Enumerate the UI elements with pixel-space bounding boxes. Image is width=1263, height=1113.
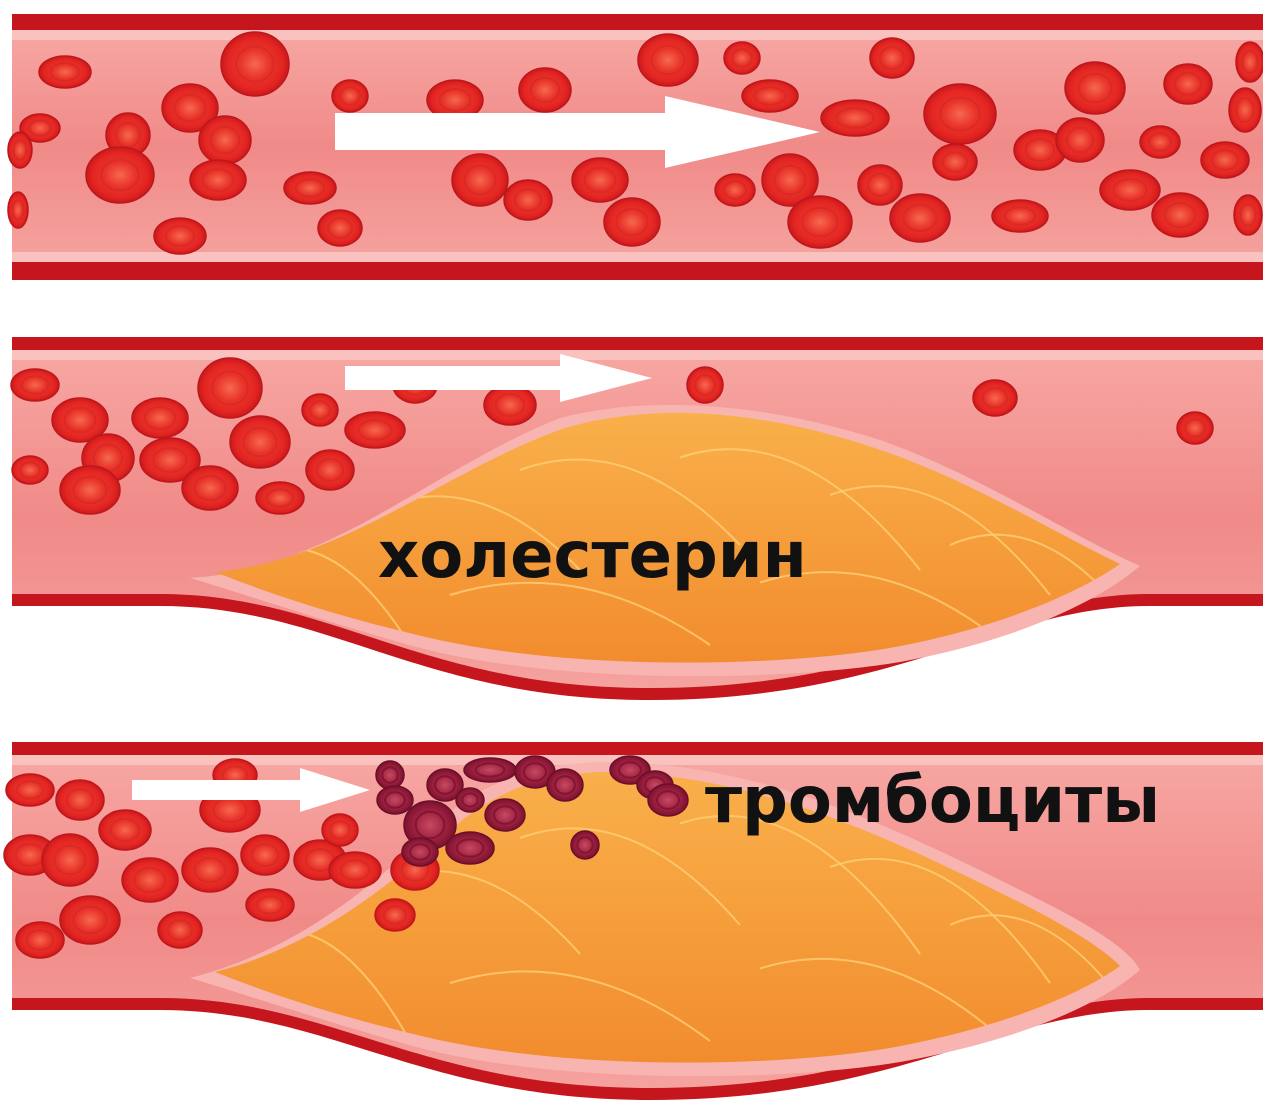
red-blood-cell: [6, 774, 54, 806]
red-blood-cell: [154, 218, 206, 254]
red-blood-cell: [132, 398, 188, 438]
red-blood-cell: [1201, 142, 1249, 178]
red-blood-cell: [973, 380, 1017, 416]
red-blood-cell: [332, 80, 368, 112]
red-blood-cell: [86, 147, 154, 203]
red-blood-cell: [246, 889, 294, 921]
red-blood-cell: [11, 369, 59, 401]
red-blood-cell: [60, 896, 120, 944]
red-blood-cell: [12, 456, 48, 484]
red-blood-cell: [604, 198, 660, 246]
red-blood-cell: [190, 160, 246, 200]
red-blood-cell: [519, 68, 571, 112]
red-blood-cell: [933, 144, 977, 180]
vessel-wall-bottom: [12, 262, 1263, 280]
red-blood-cell: [1056, 118, 1104, 162]
red-blood-cell: [306, 450, 354, 490]
red-blood-cell: [302, 394, 338, 426]
red-blood-cell: [56, 780, 104, 820]
red-blood-cell: [182, 848, 238, 892]
red-blood-cell: [8, 132, 32, 168]
red-blood-cell: [715, 174, 755, 206]
red-blood-cell: [8, 192, 28, 228]
vessel-inner-highlight-bottom: [12, 252, 1263, 262]
plaque-artery-panel: холестерин: [11, 337, 1263, 700]
platelet: [485, 799, 525, 831]
red-blood-cell: [924, 84, 996, 144]
red-blood-cell: [504, 180, 552, 220]
red-blood-cell: [16, 922, 64, 958]
red-blood-cell: [375, 899, 415, 931]
red-blood-cell: [284, 172, 336, 204]
red-blood-cell: [870, 38, 914, 78]
red-blood-cell: [158, 912, 202, 948]
red-blood-cell: [788, 196, 852, 248]
platelet: [402, 838, 438, 866]
red-blood-cell: [122, 858, 178, 902]
red-blood-cell: [687, 367, 723, 403]
red-blood-cell: [742, 80, 798, 112]
red-blood-cell: [329, 852, 381, 888]
red-blood-cell: [484, 385, 536, 425]
red-blood-cell: [1140, 126, 1180, 158]
red-blood-cell: [890, 194, 950, 242]
platelet: [377, 786, 413, 814]
platelet: [376, 761, 404, 789]
vessel-wall-top: [12, 14, 1263, 30]
cholesterol-label: холестерин: [378, 519, 807, 593]
red-blood-cell: [345, 412, 405, 448]
red-blood-cell: [858, 165, 902, 205]
red-blood-cell: [241, 835, 289, 875]
red-blood-cell: [230, 416, 290, 468]
red-blood-cell: [256, 482, 304, 514]
clot-artery-panel: тромбоциты: [4, 742, 1263, 1100]
red-blood-cell: [42, 834, 98, 886]
platelet: [571, 831, 599, 859]
red-blood-cell: [39, 56, 91, 88]
red-blood-cell: [572, 158, 628, 202]
red-blood-cell: [221, 32, 289, 96]
red-blood-cell: [1229, 88, 1261, 132]
red-blood-cell: [452, 154, 508, 206]
platelet: [456, 788, 484, 812]
platelet: [648, 784, 688, 816]
red-blood-cell: [1152, 193, 1208, 237]
red-blood-cell: [198, 358, 262, 418]
vessel-inner-highlight: [12, 350, 1263, 360]
red-blood-cell: [322, 814, 358, 846]
red-blood-cell: [821, 100, 889, 136]
red-blood-cell: [1234, 195, 1262, 235]
red-blood-cell: [182, 466, 238, 510]
red-blood-cell: [99, 810, 151, 850]
red-blood-cell: [199, 116, 251, 164]
red-blood-cell: [1164, 64, 1212, 104]
red-blood-cell: [318, 210, 362, 246]
vessel-inner-highlight: [12, 30, 1263, 40]
platelets-label: тромбоциты: [705, 764, 1160, 838]
red-blood-cell: [1177, 412, 1213, 444]
platelet: [446, 832, 494, 864]
platelet: [547, 769, 583, 801]
red-blood-cell: [1065, 62, 1125, 114]
platelet: [464, 758, 516, 782]
healthy-artery-panel: [8, 14, 1263, 280]
red-blood-cell: [1100, 170, 1160, 210]
red-blood-cell: [724, 42, 760, 74]
red-blood-cell: [638, 34, 698, 86]
red-blood-cell: [1236, 42, 1263, 82]
red-blood-cell: [60, 466, 120, 514]
red-blood-cell: [992, 200, 1048, 232]
